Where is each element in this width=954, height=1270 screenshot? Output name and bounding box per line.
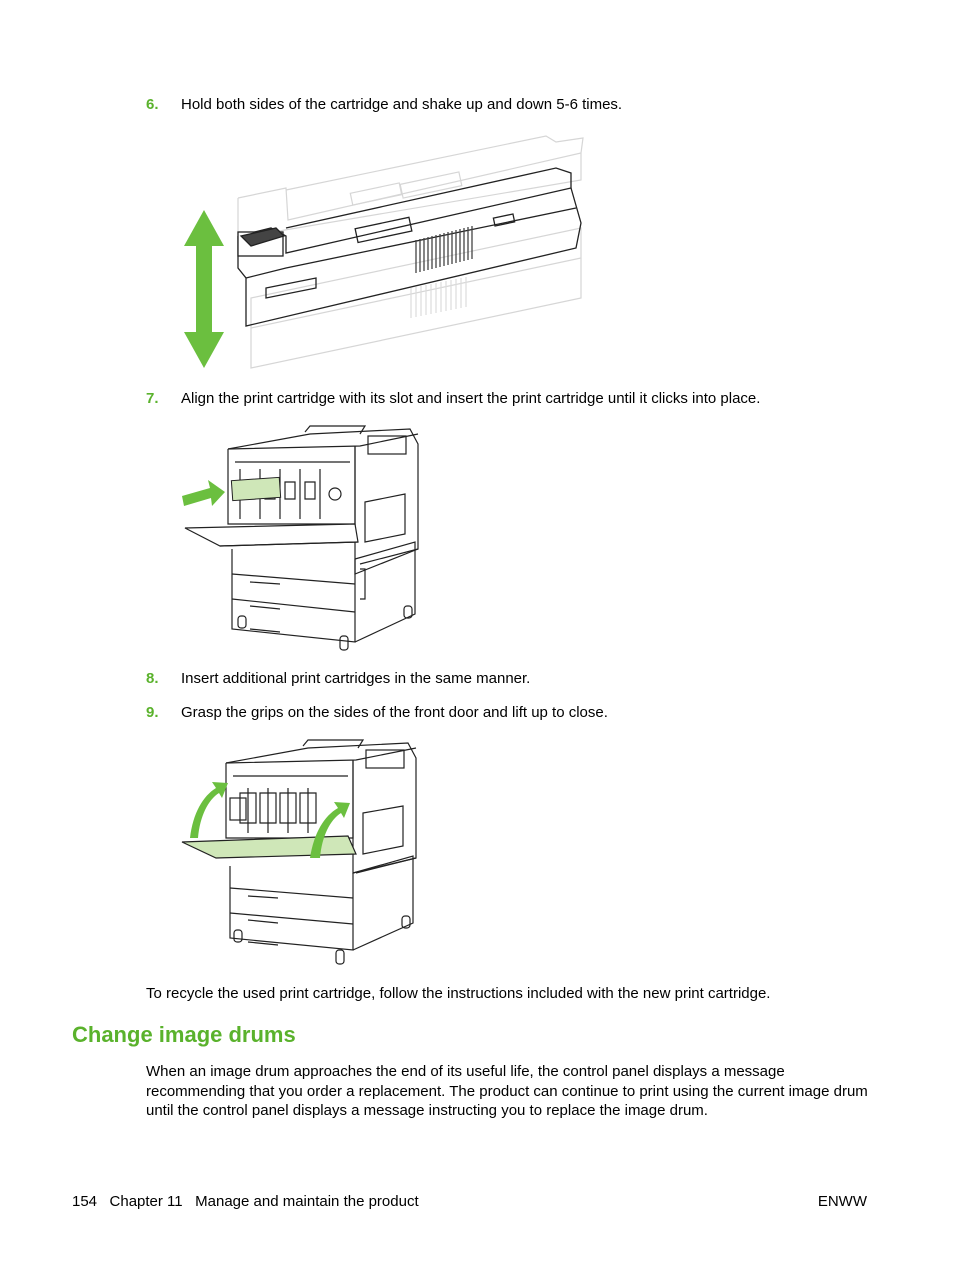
section-heading: Change image drums: [72, 1022, 296, 1047]
step-text: Grasp the grips on the sides of the fron…: [181, 704, 608, 721]
insert-cartridge-illustration: [182, 425, 419, 651]
step-number: 6.: [146, 96, 159, 113]
cartridge-shake-illustration: [184, 135, 584, 369]
footer-right: ENWW: [817, 1193, 867, 1210]
step-text: Hold both sides of the cartridge and sha…: [181, 96, 623, 113]
step-number: 9.: [146, 704, 159, 721]
step-number: 7.: [146, 390, 159, 407]
close-door-illustration: [181, 739, 417, 965]
step-number: 8.: [146, 670, 159, 687]
footer-left: 154 Chapter 11 Manage and maintain the p…: [72, 1193, 419, 1210]
recycle-note: To recycle the used print cartridge, fol…: [146, 985, 771, 1002]
section-body: When an image drum approaches the end of…: [146, 1063, 868, 1119]
step-text: Insert additional print cartridges in th…: [181, 670, 531, 687]
step-text: Align the print cartridge with its slot …: [181, 390, 761, 407]
